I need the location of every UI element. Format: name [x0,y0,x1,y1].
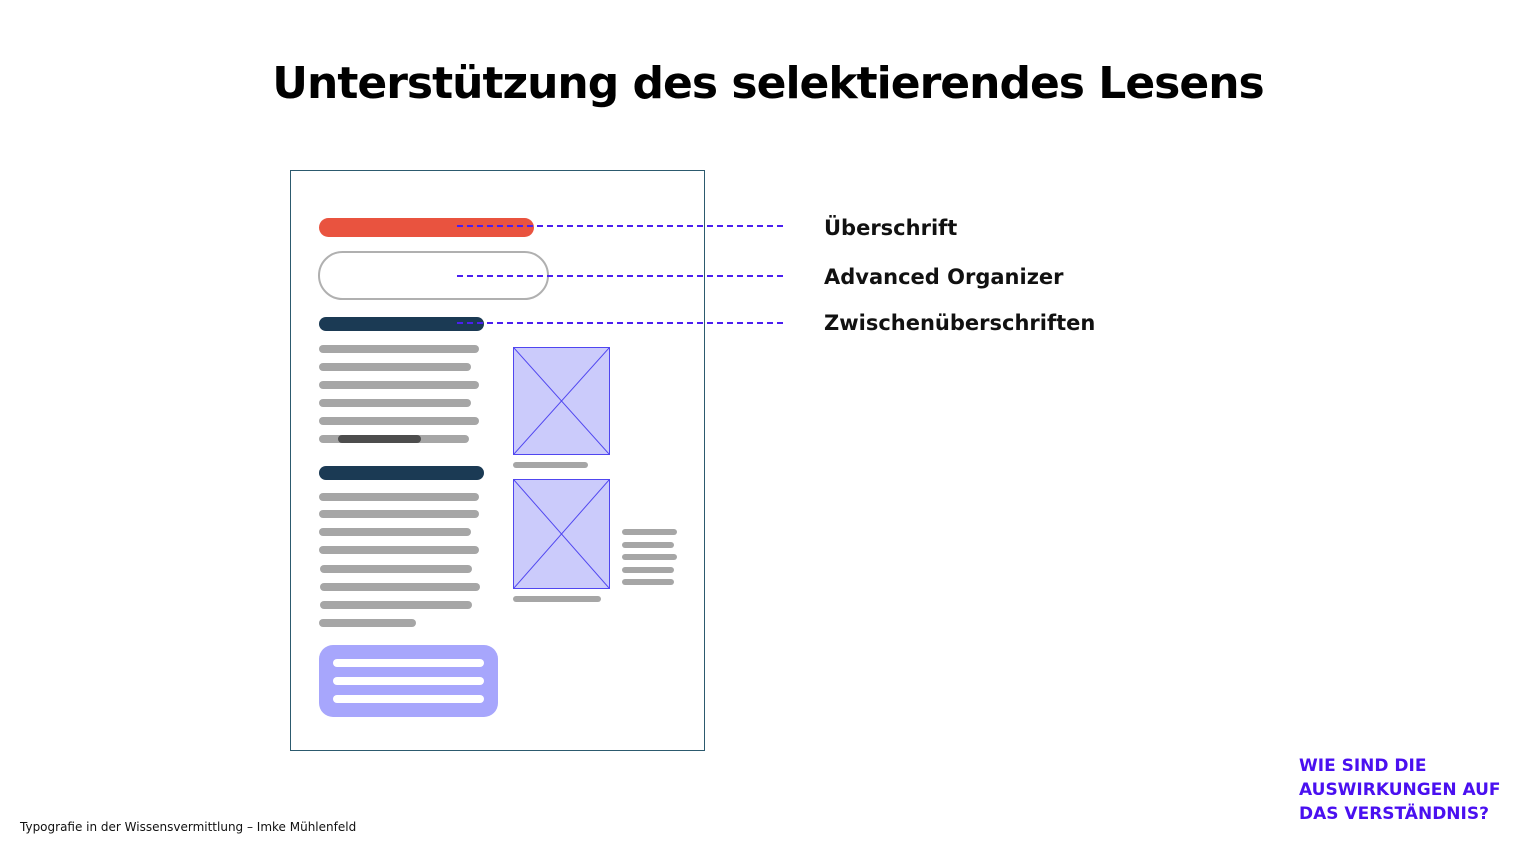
summary-box [319,645,498,717]
connector-line-subheading [457,322,783,324]
document-mockup [290,170,705,751]
label-zwischenueberschriften: Zwischenüberschriften [824,311,1096,335]
connector-line-heading [457,225,783,227]
highlighted-word [338,435,421,443]
image-placeholder [513,479,610,589]
connector-line-organizer [457,275,783,277]
footer-credit: Typografie in der Wissensvermittlung – I… [20,820,357,834]
question-line: WIE SIND DIE [1299,756,1427,776]
image-caption [513,596,601,602]
slide-title: Unterstützung des selektierendes Lesens [272,58,1264,109]
question-callout: WIE SIND DIE AUSWIRKUNGEN AUF DAS VERSTÄ… [1299,754,1501,826]
subheading-bar [319,317,484,331]
image-placeholder [513,347,610,455]
question-line: DAS VERSTÄNDNIS? [1299,804,1489,824]
question-line: AUSWIRKUNGEN AUF [1299,780,1501,800]
image-cross-icon [514,348,609,454]
image-cross-icon [514,480,609,588]
heading-bar [319,218,534,237]
image-caption [513,462,588,468]
label-advanced-organizer: Advanced Organizer [824,265,1064,289]
label-ueberschrift: Überschrift [824,216,958,240]
subheading-bar [319,466,484,480]
